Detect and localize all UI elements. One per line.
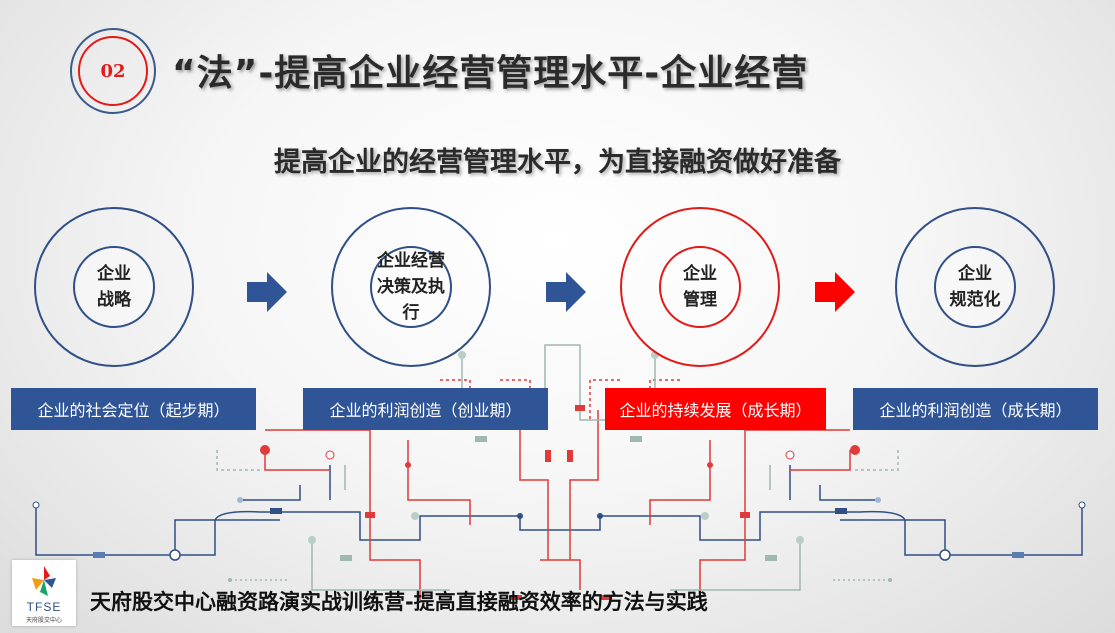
slide-subtitle: 提高企业的经营管理水平，为直接融资做好准备 xyxy=(274,147,841,178)
step-2-line1: 企业经营 xyxy=(377,251,445,271)
step-3-line2: 管理 xyxy=(683,290,717,310)
step-2-outer-circle xyxy=(331,207,491,367)
step-3-inner-circle: 企业 管理 xyxy=(659,246,741,328)
step-3-outer-circle xyxy=(620,207,780,367)
step-2-line2: 决策及执行 xyxy=(377,277,445,323)
section-number: 02 xyxy=(100,60,126,82)
arrow-right-icon xyxy=(546,272,586,312)
arrow-right-icon xyxy=(815,272,855,312)
step-1-line1: 企业 xyxy=(97,264,131,284)
step-4-inner-circle: 企业 规范化 xyxy=(934,246,1016,328)
step-2-label: 企业的利润创造（创业期） xyxy=(303,388,548,430)
step-2-inner-circle: 企业经营 决策及执行 xyxy=(370,246,452,328)
section-badge: 02 xyxy=(78,36,148,106)
step-4-line2: 规范化 xyxy=(949,290,1001,310)
step-1-outer-circle xyxy=(34,207,194,367)
slide-title: “法”-提高企业经营管理水平-企业经营 xyxy=(172,53,809,94)
footer-caption: 天府股交中心融资路演实战训练营-提高直接融资效率的方法与实践 xyxy=(90,590,708,614)
logo-text: TFSE xyxy=(26,600,62,614)
section-badge-ring xyxy=(70,28,156,114)
step-1-line2: 战略 xyxy=(97,290,131,310)
step-4-label: 企业的利润创造（成长期） xyxy=(853,388,1098,430)
logo-subtext: 天府股交中心 xyxy=(25,617,62,624)
step-1-label: 企业的社会定位（起步期） xyxy=(11,388,256,430)
step-3-label: 企业的持续发展（成长期） xyxy=(605,388,826,430)
step-4-outer-circle xyxy=(895,207,1055,367)
arrow-right-icon xyxy=(247,272,287,312)
step-3-line1: 企业 xyxy=(683,264,717,284)
step-4-line1: 企业 xyxy=(958,264,992,284)
step-1-inner-circle: 企业 战略 xyxy=(73,246,155,328)
logo-mark-icon xyxy=(32,566,56,596)
tfse-logo: TFSE 天府股交中心 xyxy=(12,560,76,626)
